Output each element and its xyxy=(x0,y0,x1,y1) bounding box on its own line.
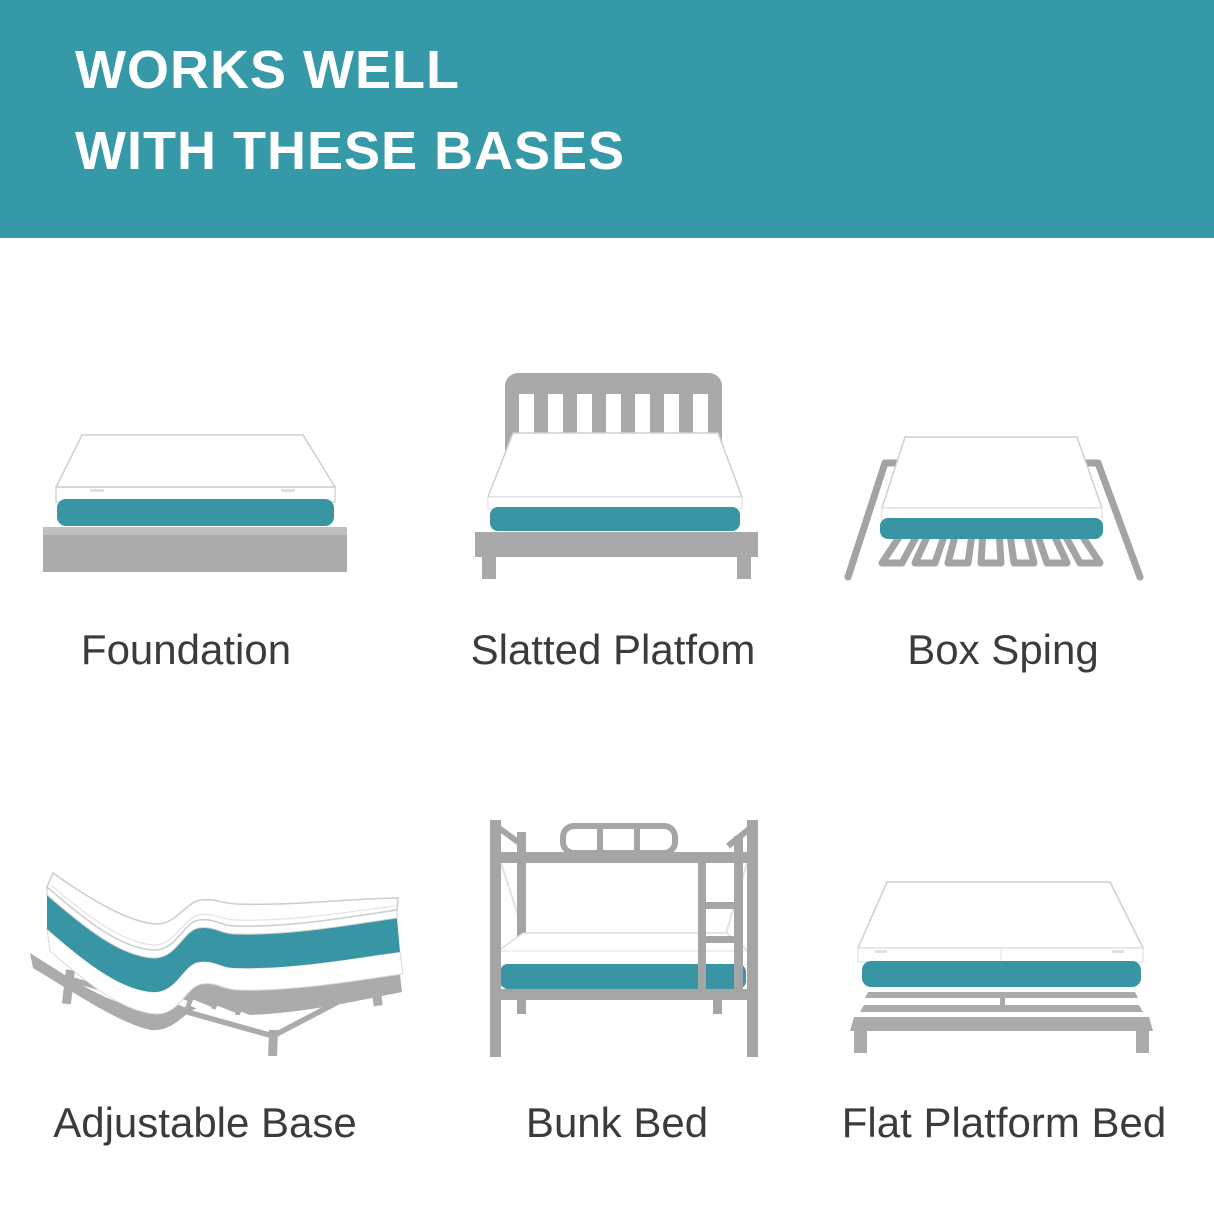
mattress xyxy=(486,432,744,531)
inner-post-left xyxy=(517,832,526,1013)
base-card-slatted-platform: Slatted Platfom xyxy=(450,360,790,680)
mattress xyxy=(856,881,1145,987)
box-spring-illustration xyxy=(844,436,1144,581)
bed-frame xyxy=(475,532,758,579)
adjustable-base-illustration xyxy=(30,871,404,1057)
base-label: Foundation xyxy=(80,626,292,673)
foundation-illustration xyxy=(43,434,347,572)
title-line-2: WITH THESE BASES xyxy=(75,121,626,181)
mattress xyxy=(46,871,404,1015)
base-label: Bunk Bed xyxy=(525,1099,709,1146)
guard-rail xyxy=(560,823,678,856)
bunk-frame xyxy=(490,820,758,1057)
page-title: WORKS WELL WITH THESE BASES xyxy=(75,30,625,192)
adjustable-frame xyxy=(30,953,402,1057)
slatted-platform-illustration xyxy=(475,373,758,579)
header-banner: WORKS WELL WITH THESE BASES xyxy=(0,0,1214,238)
base-card-foundation: Foundation xyxy=(30,420,375,680)
platform-frame xyxy=(850,992,1153,1053)
foundation-base xyxy=(43,527,347,572)
base-label: Adjustable Base xyxy=(53,1099,357,1146)
base-card-adjustable-base: Adjustable Base xyxy=(25,858,415,1158)
bunk-deck-lines xyxy=(500,862,748,938)
base-card-box-spring: Box Sping xyxy=(830,425,1214,680)
base-card-flat-platform-bed: Flat Platform Bed xyxy=(840,875,1200,1160)
base-label: Slatted Platfom xyxy=(470,626,756,673)
bunk-bed-illustration xyxy=(490,820,758,1057)
mattress xyxy=(880,436,1104,539)
ladder xyxy=(698,836,743,1000)
base-label: Flat Platform Bed xyxy=(841,1099,1167,1146)
base-label: Box Sping xyxy=(907,626,1099,673)
flat-platform-bed-illustration xyxy=(850,881,1153,1053)
title-line-1: WORKS WELL xyxy=(75,40,460,100)
base-card-bunk-bed: Bunk Bed xyxy=(480,812,770,1157)
mattress xyxy=(54,434,337,526)
